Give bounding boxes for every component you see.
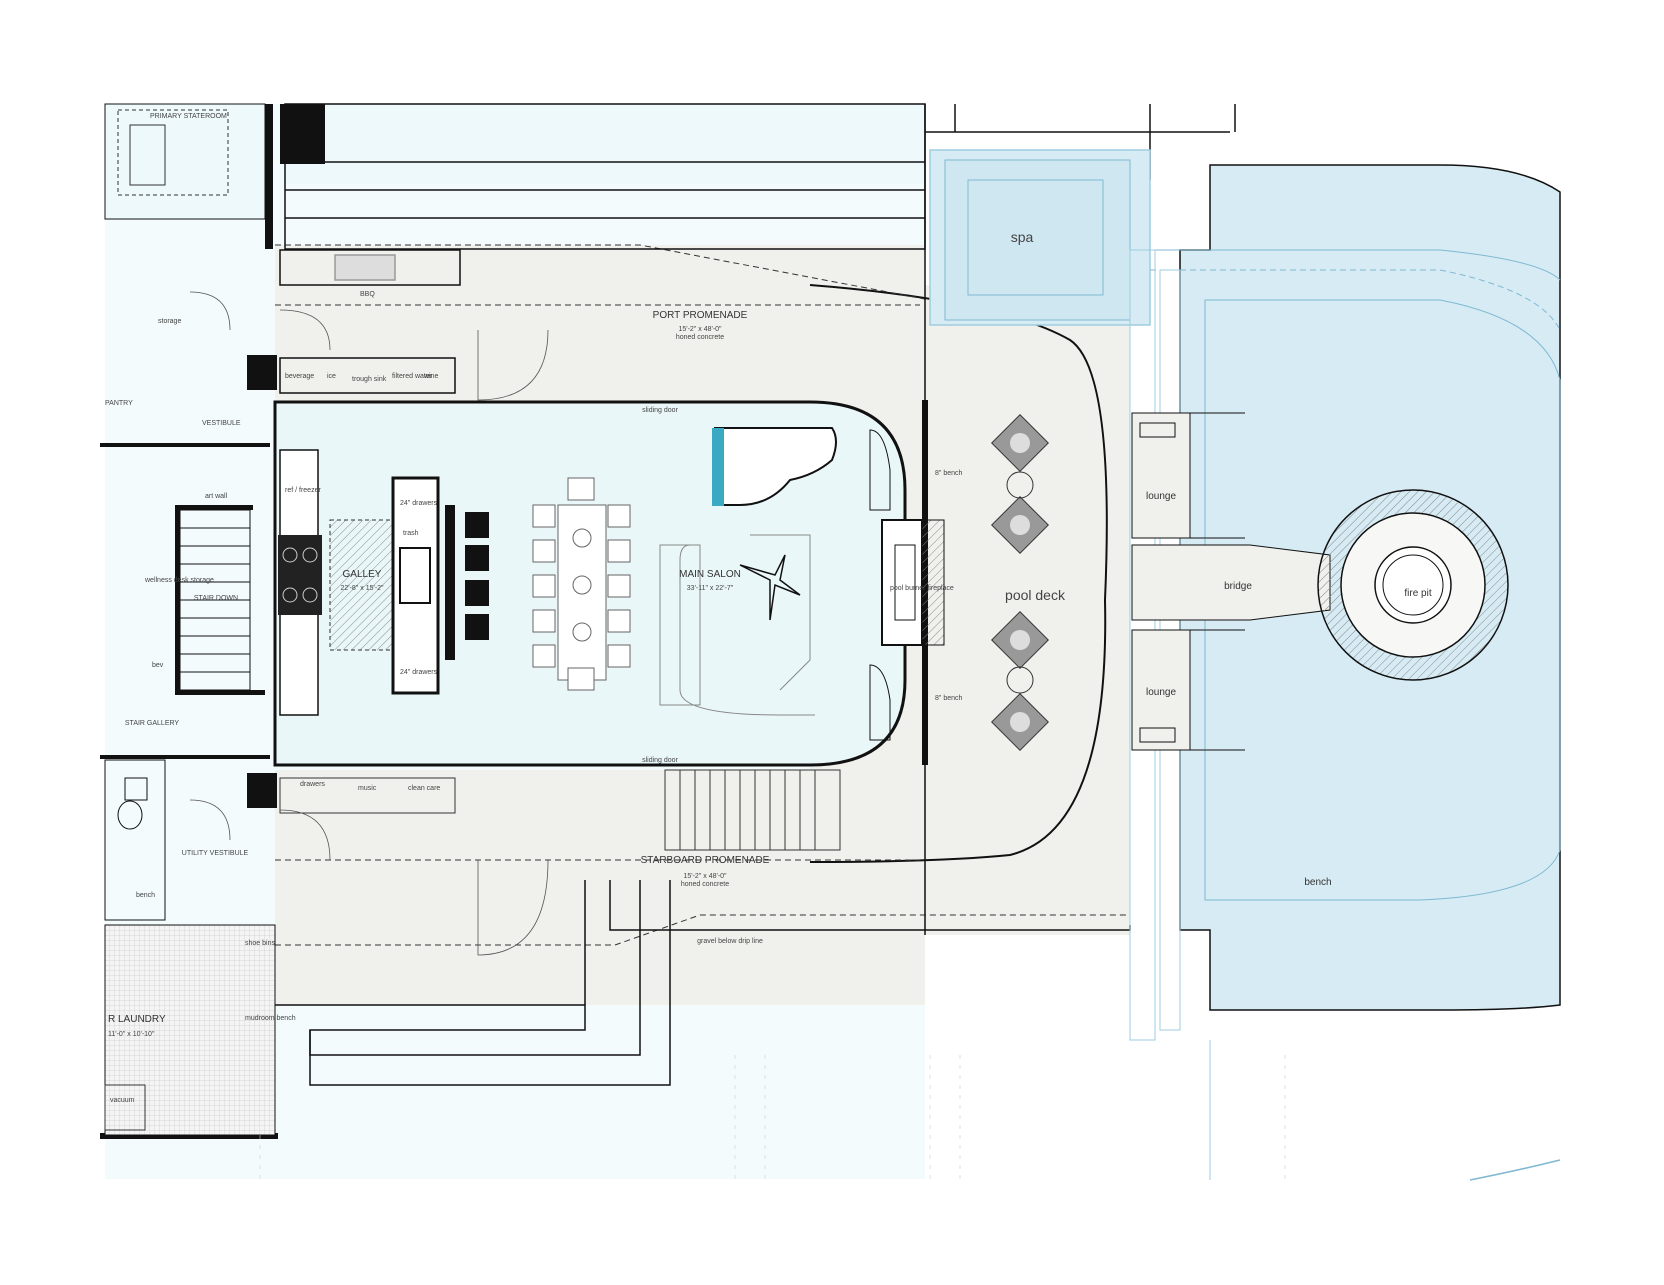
label-starboard-promenade: STARBOARD PROMENADE [641, 855, 770, 866]
label-main-salon-dim: 33'-11" x 22'-7" [687, 585, 734, 592]
stair-down [179, 509, 251, 691]
label-utility-vestibule: UTILITY VESTIBULE [182, 850, 249, 857]
note-filtered-water: filtered water [392, 373, 433, 380]
note-sliding-door-top: sliding door [642, 407, 678, 414]
note-bench-2: bench [136, 892, 155, 899]
note-pool-burner: pool burner fireplace [890, 585, 954, 592]
salon-sofa [659, 534, 815, 716]
note-bbq: BBQ [360, 291, 375, 298]
label-lounge-bottom: lounge [1146, 687, 1176, 698]
note-drawers-bottom: 24" drawers [400, 669, 438, 676]
note-ref-freezer: ref / freezer [285, 487, 321, 494]
deck-chairs [991, 414, 1049, 751]
note-trash: trash [403, 530, 419, 537]
ceiling-fan [739, 554, 801, 621]
label-starboard-finish: honed concrete [681, 881, 729, 888]
fire-pit [1317, 489, 1509, 681]
door-swings [189, 291, 549, 956]
fireplace [869, 429, 945, 741]
label-fire-pit: fire pit [1404, 588, 1431, 599]
label-lounge-top: lounge [1146, 491, 1176, 502]
port-counter [279, 249, 461, 394]
starboard-steps [664, 769, 841, 851]
laundry-floor [104, 924, 276, 1136]
label-galley: GALLEY [343, 569, 382, 580]
spa [929, 149, 1151, 326]
note-bench-top: 8" bench [935, 470, 963, 477]
note-shoe: shoe bins [245, 940, 275, 947]
label-primary-stateroom: PRIMARY STATEROOM [150, 113, 227, 120]
label-laundry: R LAUNDRY [108, 1014, 166, 1025]
powder-room [104, 759, 166, 921]
lounge-pads [1131, 412, 1245, 751]
label-stair-gallery: STAIR GALLERY [125, 720, 180, 727]
label-main-salon: MAIN SALON [679, 569, 741, 580]
label-wellness: wellness desk storage [144, 577, 214, 584]
note-storage: storage [158, 318, 181, 325]
label-stair-down: STAIR DOWN [194, 595, 238, 602]
note-gravel: gravel below drip line [697, 938, 763, 945]
front-steps [275, 880, 671, 1086]
label-port-finish: honed concrete [676, 334, 724, 341]
note-art-wall: art wall [205, 493, 228, 500]
label-port-dim: 15'-2" x 48'-0" [678, 326, 722, 333]
primary-stateroom [104, 103, 266, 220]
note-bench-bottom: 8" bench [935, 695, 963, 702]
note-mudroom-bench: mudroom bench [245, 1015, 296, 1022]
label-bev: bev [152, 662, 164, 669]
piano [712, 427, 837, 506]
dining-table [532, 477, 631, 691]
note-ice: ice [327, 373, 336, 380]
note-music: music [358, 785, 377, 792]
note-cleaning: clean care [408, 785, 440, 792]
label-bridge: bridge [1224, 581, 1252, 592]
starboard-counter [279, 777, 456, 814]
roof-lines [284, 103, 1236, 935]
note-beverage: beverage [285, 373, 314, 380]
label-spa: spa [1011, 229, 1034, 245]
label-starboard-dim: 15'-2" x 48'-0" [683, 873, 727, 880]
note-sliding-door-bottom: sliding door [642, 757, 678, 764]
label-galley-dim: 22'-8" x 15'-2" [340, 585, 384, 592]
label-pool-deck: pool deck [1005, 587, 1066, 603]
note-drawers-top: 24" drawers [400, 500, 438, 507]
label-pantry: PANTRY [105, 400, 133, 407]
label-bench: bench [1304, 877, 1331, 888]
note-drawers: drawers [300, 781, 325, 788]
galley [278, 449, 489, 716]
note-wine: wine [423, 373, 439, 380]
label-vestibule: VESTIBULE [202, 420, 241, 427]
pool [1129, 164, 1561, 1181]
label-vacuum: vacuum [110, 1097, 135, 1104]
grid-lines [259, 1055, 1286, 1180]
note-trough-sink: trough sink [352, 376, 387, 383]
label-laundry-dim: 11'-0" x 10'-10" [108, 1031, 155, 1038]
label-port-promenade: PORT PROMENADE [653, 310, 748, 321]
